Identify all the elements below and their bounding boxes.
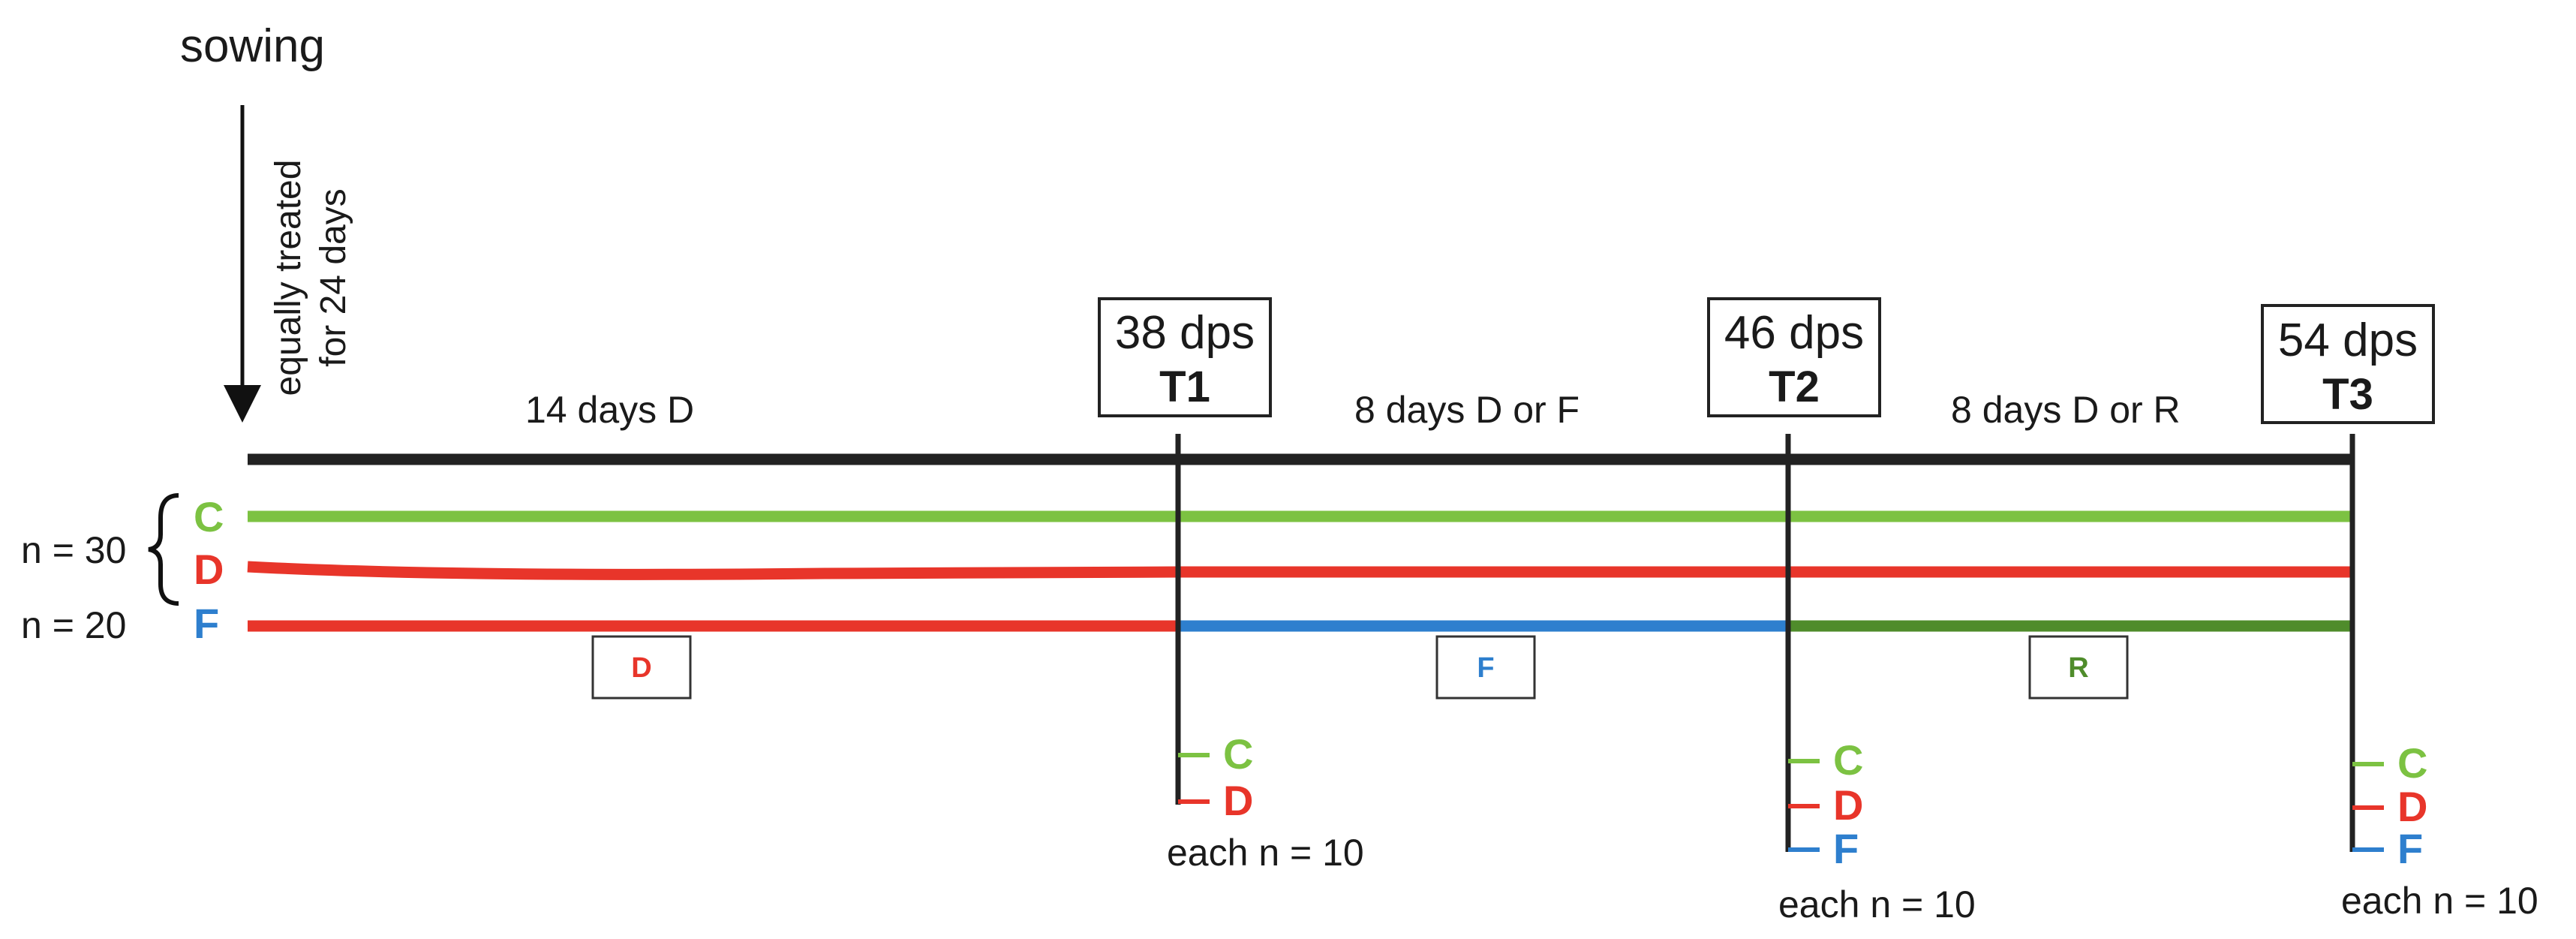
treatment-label: F [1477, 652, 1494, 684]
t2-sample-f: F [1833, 825, 1859, 872]
group-brace [148, 493, 179, 606]
timepoint-dps: 38 dps [1115, 307, 1255, 359]
timepoint-name: T2 [1769, 363, 1820, 411]
phase-label-1: 14 days D [525, 389, 694, 431]
t3-sample-c: C [2397, 739, 2427, 787]
t2-sample-d: D [1833, 781, 1863, 829]
timepoint-name: T1 [1159, 363, 1210, 411]
treatment-label: D [631, 652, 651, 684]
group-label-c: C [194, 493, 224, 540]
group-label-f: F [194, 600, 219, 647]
timepoint-name: T3 [2322, 370, 2373, 419]
t2-sample-c: C [1833, 736, 1863, 784]
timepoint-dps: 54 dps [2278, 315, 2418, 366]
phase-label-3: 8 days D or R [1951, 389, 2181, 431]
t3-n-label: each n = 10 [2341, 880, 2538, 922]
group-size-cd: n = 30 [21, 529, 126, 571]
group-label-d: D [194, 546, 224, 593]
treatment-box-drought: D [591, 635, 692, 700]
arrow-label-line1: equally treated [269, 160, 308, 396]
group-line-d [247, 561, 2352, 580]
timepoint-t1: 38 dps T1 [1098, 297, 1272, 417]
timepoint-dps: 46 dps [1724, 307, 1864, 359]
t3-sample-d: D [2397, 783, 2427, 830]
treatment-label: R [2068, 652, 2088, 684]
timepoint-t3: 54 dps T3 [2261, 304, 2435, 424]
timepoint-t2: 46 dps T2 [1707, 297, 1881, 417]
arrow-label-line2: for 24 days [314, 188, 353, 366]
t2-n-label: each n = 10 [1778, 883, 1976, 925]
group-size-f: n = 20 [21, 604, 126, 646]
treatment-box-recovery: R [2028, 635, 2129, 700]
t1-sample-c: C [1223, 730, 1253, 778]
treatment-box-flooding: F [1435, 635, 1536, 700]
t1-n-label: each n = 10 [1167, 832, 1364, 874]
sowing-label: sowing [180, 20, 325, 72]
t1-sample-d: D [1223, 777, 1253, 824]
phase-label-2: 8 days D or F [1354, 389, 1580, 431]
t3-sample-f: F [2397, 825, 2423, 872]
